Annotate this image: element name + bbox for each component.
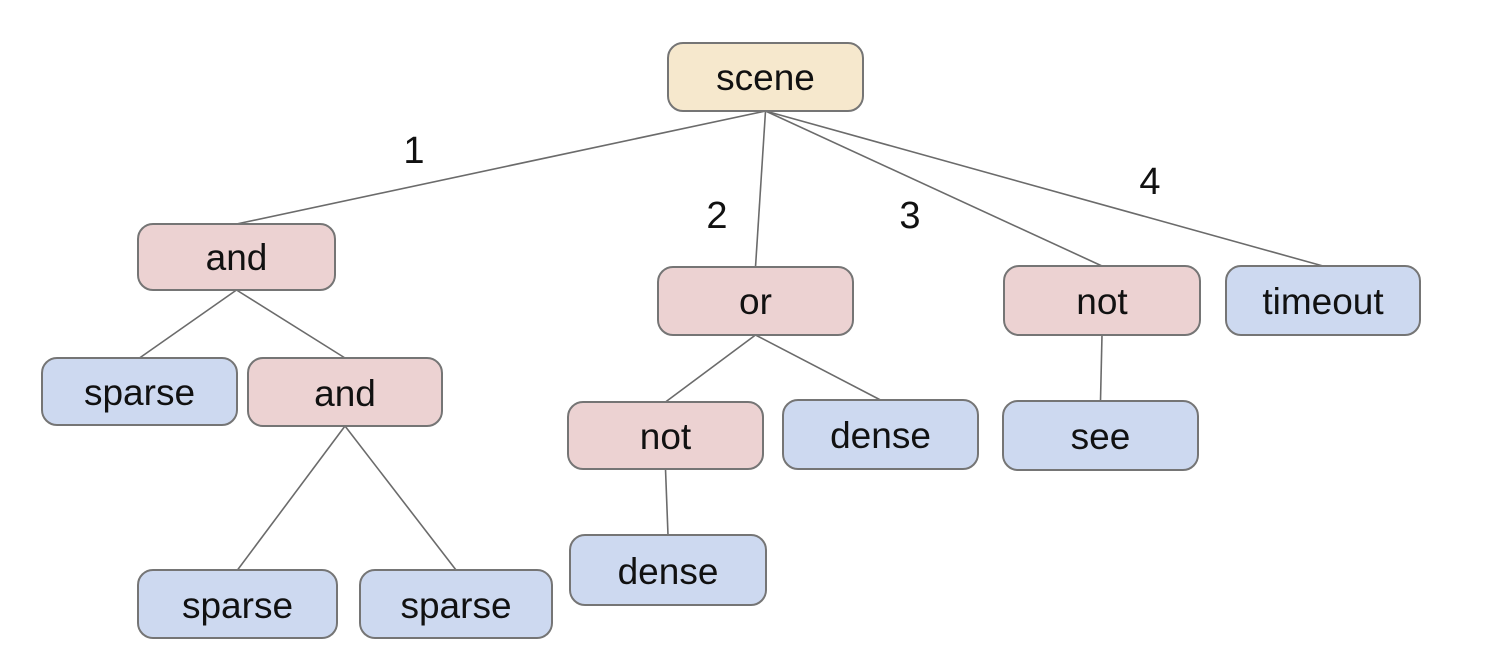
edge-label-4: 4 bbox=[1139, 161, 1160, 203]
node-and2-label: and bbox=[314, 373, 376, 414]
edge-scene-or bbox=[754, 110, 767, 268]
node-dense1-box bbox=[782, 399, 979, 470]
node-timeout: timeout bbox=[1225, 265, 1421, 336]
node-sparse2-label: sparse bbox=[182, 585, 293, 626]
node-and1-label: and bbox=[206, 237, 268, 278]
node-dense-bottom: dense bbox=[569, 534, 767, 606]
node-and1-box bbox=[137, 223, 336, 291]
edge-label-1: 1 bbox=[403, 130, 424, 172]
node-not1-box bbox=[1003, 265, 1201, 336]
edge-label-group: 1 2 3 4 bbox=[403, 130, 1160, 237]
node-not-level2: not bbox=[567, 401, 764, 470]
edge-label-3: 3 bbox=[899, 195, 920, 237]
node-sparse3-box bbox=[359, 569, 553, 639]
node-dense2-label: dense bbox=[618, 551, 719, 592]
edge-and2-sparse2 bbox=[236, 425, 346, 571]
node-see-label: see bbox=[1071, 416, 1131, 457]
node-timeout-box bbox=[1225, 265, 1421, 336]
edge-or-dense bbox=[755, 334, 881, 401]
node-sparse-bottom-right: sparse bbox=[359, 569, 553, 639]
node-scene: scene bbox=[667, 42, 864, 112]
node-not-level1: not bbox=[1003, 265, 1201, 336]
node-see: see bbox=[1002, 400, 1199, 471]
node-dense2-box bbox=[569, 534, 767, 606]
edge-not-see bbox=[1099, 334, 1103, 402]
node-not1-label: not bbox=[1076, 281, 1128, 322]
node-or-box bbox=[657, 266, 854, 336]
edge-scene-timeout bbox=[765, 110, 1324, 267]
node-sparse-level2: sparse bbox=[41, 357, 238, 426]
edge-scene-not bbox=[765, 110, 1103, 267]
node-scene-box bbox=[667, 42, 864, 112]
node-and-level2: and bbox=[247, 357, 443, 427]
edge-not2-dense2 bbox=[664, 468, 669, 536]
node-not2-label: not bbox=[640, 416, 692, 457]
edge-group bbox=[139, 110, 1324, 571]
node-sparse-bottom-left: sparse bbox=[137, 569, 338, 639]
edge-and-sparse bbox=[139, 289, 237, 359]
node-dense1-label: dense bbox=[830, 415, 931, 456]
node-scene-label: scene bbox=[716, 57, 815, 98]
node-sparse1-label: sparse bbox=[84, 372, 195, 413]
node-timeout-label: timeout bbox=[1262, 281, 1384, 322]
node-or-label: or bbox=[739, 281, 772, 322]
node-not2-box bbox=[567, 401, 764, 470]
edge-label-2: 2 bbox=[706, 195, 727, 237]
node-sparse2-box bbox=[137, 569, 338, 639]
node-dense-level2: dense bbox=[782, 399, 979, 470]
node-sparse3-label: sparse bbox=[400, 585, 511, 626]
node-and2-box bbox=[247, 357, 443, 427]
edge-and-and bbox=[236, 289, 346, 359]
node-see-box bbox=[1002, 400, 1199, 471]
node-or: or bbox=[657, 266, 854, 336]
edge-and2-sparse3 bbox=[344, 425, 457, 571]
edge-scene-and bbox=[236, 110, 766, 225]
edge-or-not2 bbox=[665, 334, 756, 403]
node-sparse1-box bbox=[41, 357, 238, 426]
node-and-level1: and bbox=[137, 223, 336, 291]
